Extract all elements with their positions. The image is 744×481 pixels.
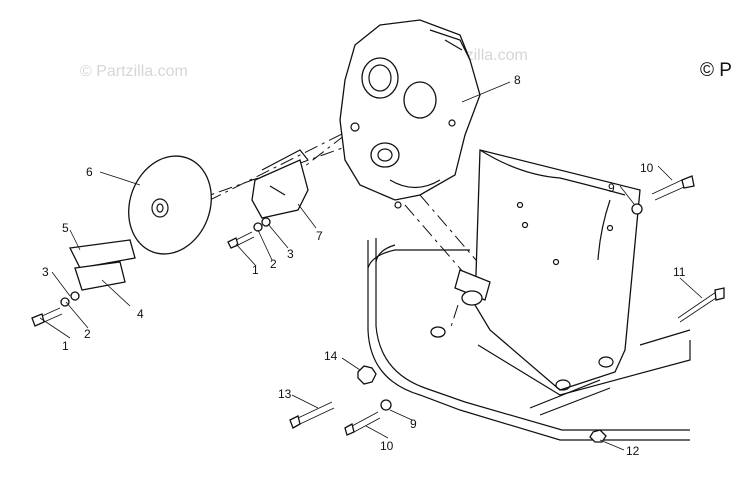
callout-8: 8 — [514, 73, 521, 87]
copyright-corner-mark: © P — [700, 60, 732, 81]
brake-disc — [128, 155, 212, 255]
leader-lines — [39, 81, 703, 451]
callout-9: 9 — [410, 417, 417, 431]
callout-13: 13 — [278, 387, 292, 401]
callout-12: 12 — [626, 444, 640, 458]
spacer-tube — [454, 269, 491, 306]
callout-3: 3 — [42, 265, 49, 279]
caliper-bracket — [251, 149, 309, 219]
callout-2: 2 — [270, 257, 277, 271]
gearcase-housing — [339, 19, 481, 209]
callout-9: 9 — [608, 181, 615, 195]
callout-11: 11 — [673, 265, 686, 279]
callout-10: 10 — [640, 161, 654, 175]
left-bracket-pieces — [69, 239, 136, 291]
callout-2: 2 — [84, 327, 91, 341]
fasteners — [31, 175, 725, 443]
callout-labels: 1 2 3 4 5 6 1 2 3 7 8 10 9 11 14 13 10 9… — [42, 73, 686, 458]
callout-1: 1 — [62, 339, 69, 353]
callout-1: 1 — [252, 263, 259, 277]
chassis-frame — [367, 238, 691, 441]
callout-7: 7 — [316, 229, 323, 243]
callout-10: 10 — [380, 439, 394, 453]
callout-4: 4 — [137, 307, 144, 321]
mounting-bracket-plate — [474, 149, 641, 391]
callout-6: 6 — [86, 165, 93, 179]
watermark-left: © Partzilla.com — [80, 63, 188, 80]
callout-3: 3 — [287, 247, 294, 261]
callout-5: 5 — [62, 221, 69, 235]
callout-14: 14 — [324, 349, 338, 363]
